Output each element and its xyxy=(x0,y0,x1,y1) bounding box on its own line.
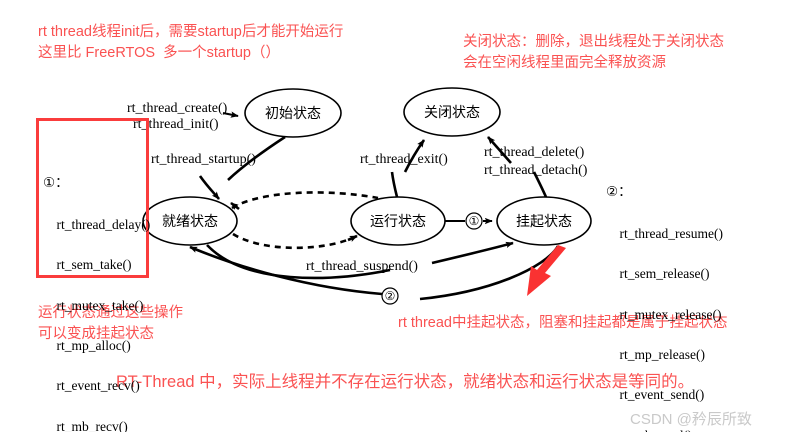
node-suspended-state: 挂起状态 xyxy=(496,196,592,246)
marker2-circle xyxy=(381,287,399,305)
edge-suspend-left-seg xyxy=(206,244,391,280)
function-item: rt_sem_take() xyxy=(56,257,132,273)
function-item: rt_event_send() xyxy=(619,387,705,403)
function-box-1: ①： rt_thread_delay() rt_sem_take() rt_mu… xyxy=(43,133,150,432)
function-item: rt_mp_alloc() xyxy=(56,338,131,354)
edge-label-thread-delete: rt_thread_delete() xyxy=(484,145,585,160)
edge-ready-to-running-arrowhead xyxy=(347,234,358,242)
edge-init-to-startup-seg xyxy=(227,135,286,181)
function-item: rt_mb_recv() xyxy=(56,418,128,432)
node-init-state-label: 初始状态 xyxy=(265,105,321,121)
annotation-bottom-left: 运行状态通过这些操作 可以变成挂起状态 xyxy=(38,305,183,342)
function-item: rt_thread_resume() xyxy=(619,225,723,241)
edge-label-thread-suspend: rt_thread_suspend() xyxy=(306,259,418,274)
csdn-watermark: CSDN @矜辰所致 xyxy=(630,411,752,428)
function-box-2-header: ②： xyxy=(606,184,632,200)
function-item: rt_mp_release() xyxy=(619,347,705,363)
edge-label-thread-detach: rt_thread_detach() xyxy=(484,163,588,178)
edge-suspend-delete-seg xyxy=(532,171,548,198)
edge-exit-to-closed xyxy=(403,139,426,173)
marker1-circle xyxy=(465,212,483,230)
edge-label-thread-startup: rt_thread_startup() xyxy=(151,152,256,167)
edge-create-to-init xyxy=(222,111,239,118)
marker2-label: ② xyxy=(385,289,396,303)
node-suspended-state-label: 挂起状态 xyxy=(516,213,572,229)
function-item: rt_mutex_release() xyxy=(619,306,722,322)
edge-ready-to-running-dashed xyxy=(232,232,351,250)
edge-suspend-to-suspended xyxy=(431,241,514,265)
edge-label-thread-init: rt_thread_init() xyxy=(133,117,219,132)
function-item: rt_mutex_take() xyxy=(56,297,144,313)
edge-label-thread-exit: rt_thread_exit() xyxy=(360,152,448,167)
node-ready-state-label: 就绪状态 xyxy=(162,213,218,229)
edge-running-exit-seg xyxy=(390,171,399,198)
node-closed-state: 关闭状态 xyxy=(403,87,501,137)
edge-label-thread-create: rt_thread_create() xyxy=(127,101,228,116)
function-item: rt_mb_send() xyxy=(620,428,693,432)
node-running-state-label: 运行状态 xyxy=(370,213,426,229)
edge-delete-to-closed xyxy=(487,136,512,164)
annotation-bottom-mid: rt thread中挂起状态，阻塞和挂起都是属于挂起状态 xyxy=(398,315,728,331)
edge-startup-to-ready xyxy=(198,175,220,200)
node-ready-state: 就绪状态 xyxy=(142,196,238,246)
edge-running-to-ready-arrowhead xyxy=(230,201,240,211)
node-closed-state-label: 关闭状态 xyxy=(424,104,480,120)
function-item: rt_event_recv() xyxy=(56,378,140,394)
node-init-state: 初始状态 xyxy=(244,88,342,138)
annotation-top-left: rt thread线程init后，需要startup后才能开始运行 这里比 Fr… xyxy=(38,24,344,61)
function-box-1-border xyxy=(36,118,149,278)
function-item: rt_thread_delay() xyxy=(56,216,151,232)
annotation-top-right: 关闭状态：删除，退出线程处于关闭状态 会在空闲线程里面完全释放资源 xyxy=(463,34,724,71)
function-item: rt_sem_release() xyxy=(619,266,710,282)
annotation-bottom-main: RT-Thread 中，实际上线程并不存在运行状态，就绪状态和运行状态是等同的。 xyxy=(116,373,695,391)
edge-running-to-ready-dashed xyxy=(231,191,379,210)
marker1-label: ① xyxy=(469,214,480,228)
node-running-state: 运行状态 xyxy=(350,196,446,246)
edge-marker2-to-ready xyxy=(189,245,383,296)
function-box-1-header: ①： xyxy=(43,175,69,191)
function-box-2: ②： rt_thread_resume() rt_sem_release() r… xyxy=(606,142,723,432)
red-highlight-arrow xyxy=(527,245,566,296)
